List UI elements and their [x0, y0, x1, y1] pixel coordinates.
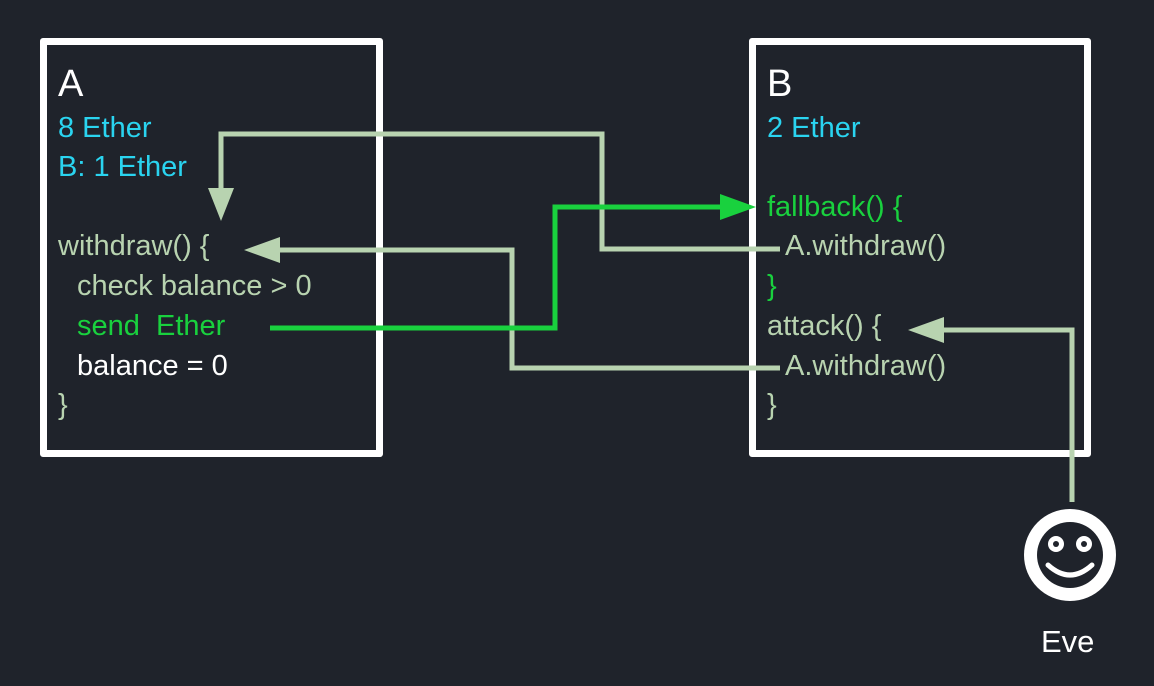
attack-function-open: attack() {: [767, 310, 882, 342]
contract-b-title: B: [767, 63, 793, 105]
check-balance-line: check balance > 0: [77, 270, 312, 302]
attack-close-brace: }: [767, 389, 777, 421]
attack-withdraw-call: A.withdraw(): [785, 350, 947, 382]
send-ether-arrow: [270, 194, 756, 331]
fallback-close-brace: }: [767, 270, 777, 302]
fallback-function-open: fallback() {: [767, 191, 903, 223]
contract-a-b-balance: B: 1 Ether: [58, 151, 187, 183]
eve-label: Eve: [1041, 624, 1095, 659]
smiley-face-icon: [1024, 509, 1116, 601]
attack-withdraw-arrow: [244, 237, 780, 371]
balance-reset-line: balance = 0: [77, 350, 228, 382]
contract-a-title: A: [58, 63, 84, 105]
contract-b-balance: 2 Ether: [767, 112, 861, 144]
withdraw-close-brace: }: [58, 389, 68, 421]
withdraw-function-open: withdraw() {: [58, 230, 210, 262]
eve-attack-arrow: [908, 317, 1075, 502]
fallback-reentry-arrow: [208, 131, 780, 252]
send-ether-line: send Ether: [77, 310, 226, 342]
fallback-withdraw-call: A.withdraw(): [785, 230, 947, 262]
contract-a-balance: 8 Ether: [58, 112, 152, 144]
